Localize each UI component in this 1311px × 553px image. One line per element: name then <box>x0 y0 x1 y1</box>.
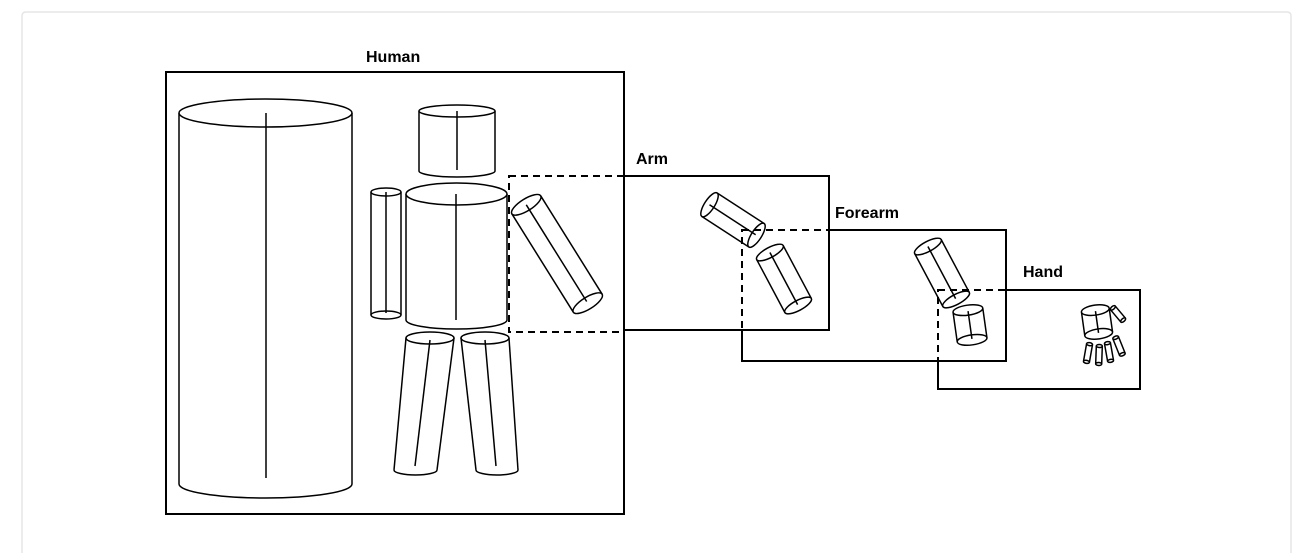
forearm-label: Forearm <box>835 205 899 222</box>
left-arm-cylinder <box>370 187 402 320</box>
human-arm-dashed-region <box>508 175 625 333</box>
human-label: Human <box>366 49 420 66</box>
hand-box <box>937 289 1141 390</box>
arm-forearm-cylinder <box>755 243 813 315</box>
outer-panel <box>21 11 1292 553</box>
left-leg-cylinder <box>393 331 455 476</box>
right-leg-cylinder <box>460 331 519 476</box>
torso-cylinder <box>405 182 508 330</box>
arm-label: Arm <box>636 151 668 168</box>
human-main-cylinder <box>178 98 353 499</box>
hand-palm-cylinder <box>1080 304 1114 340</box>
hand-label: Hand <box>1023 264 1063 281</box>
head-cylinder <box>418 104 496 178</box>
hand-finger-4 <box>1112 335 1126 357</box>
hand-finger-3 <box>1103 340 1115 364</box>
arm-forearm-dashed-region <box>741 229 830 331</box>
hand-finger-2 <box>1094 343 1104 367</box>
upper-arm-cylinder <box>700 191 766 249</box>
forearm-cylinder <box>913 237 971 309</box>
forearm-hand-dashed-region <box>937 289 1007 362</box>
right-arm-cylinder <box>510 193 604 315</box>
wrist-cylinder <box>952 304 988 346</box>
hand-finger-1 <box>1082 341 1094 365</box>
hand-thumb-cylinder <box>1109 304 1127 324</box>
